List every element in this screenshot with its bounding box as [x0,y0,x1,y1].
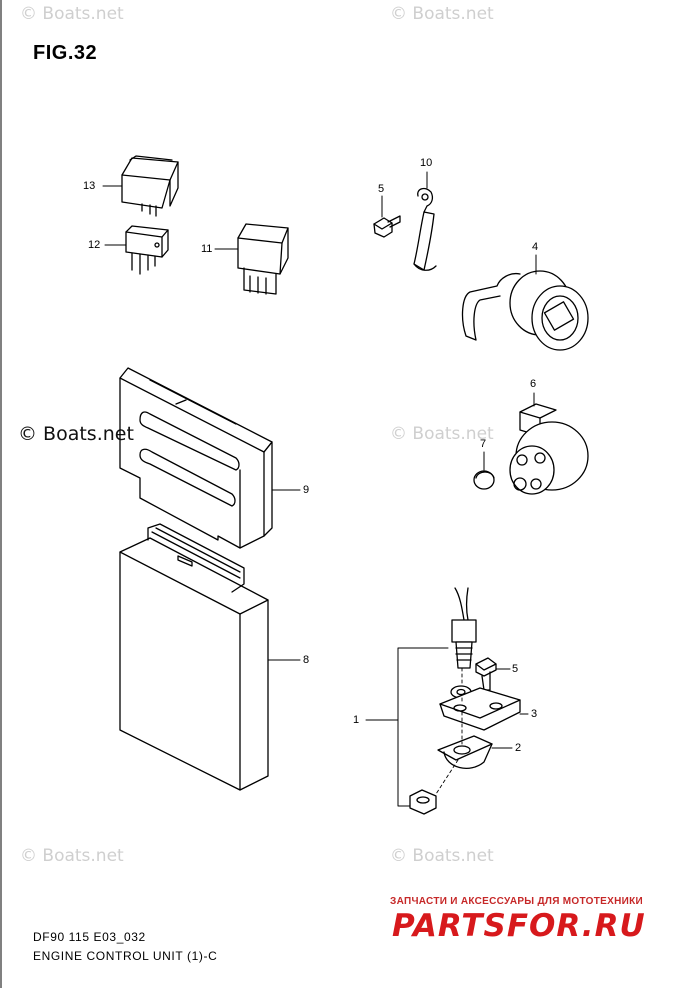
callout-3: 3 [531,708,538,720]
bolt-5-drawing [373,195,401,238]
dealer-logo: PARTSFOR.RU [392,908,646,944]
relay-11-drawing [214,223,289,295]
lead-10-drawing [413,171,437,271]
cap-7-drawing [473,451,495,490]
watermark: © Boats.net [20,4,124,24]
callout-6: 6 [530,378,537,390]
callout-5-top: 5 [378,183,385,195]
sensor-assembly-1-drawing [365,587,529,815]
callout-4: 4 [532,241,539,253]
watermark: © Boats.net [390,846,494,866]
callout-12: 12 [88,239,101,251]
callout-5-lower: 5 [512,663,519,675]
callout-2: 2 [515,742,522,754]
connector-6-drawing [509,392,589,495]
callout-9: 9 [303,484,310,496]
ecu-8-drawing [119,523,301,791]
callout-8: 8 [303,654,310,666]
callout-13: 13 [83,180,96,192]
watermark-dark: © Boats.net [18,423,134,445]
relay-13-drawing [102,155,179,217]
callout-10: 10 [420,157,433,169]
watermark: © Boats.net [390,424,494,444]
figure-code: DF90 115 E03_032 [33,930,146,944]
figure-name: ENGINE CONTROL UNIT (1)-C [33,949,218,963]
callout-7: 7 [480,438,487,450]
figure-title: FIG.32 [33,42,98,64]
watermark: © Boats.net [390,4,494,24]
ecu-bracket-9-drawing [119,367,301,549]
watermark: © Boats.net [20,846,124,866]
dealer-tagline: ЗАПЧАСТИ И АКСЕССУАРЫ ДЛЯ МОТОТЕХНИКИ [390,896,643,907]
callout-11: 11 [201,243,213,255]
callout-1: 1 [353,714,360,726]
connector-4-drawing [461,254,589,351]
relay-12-drawing [104,225,169,275]
